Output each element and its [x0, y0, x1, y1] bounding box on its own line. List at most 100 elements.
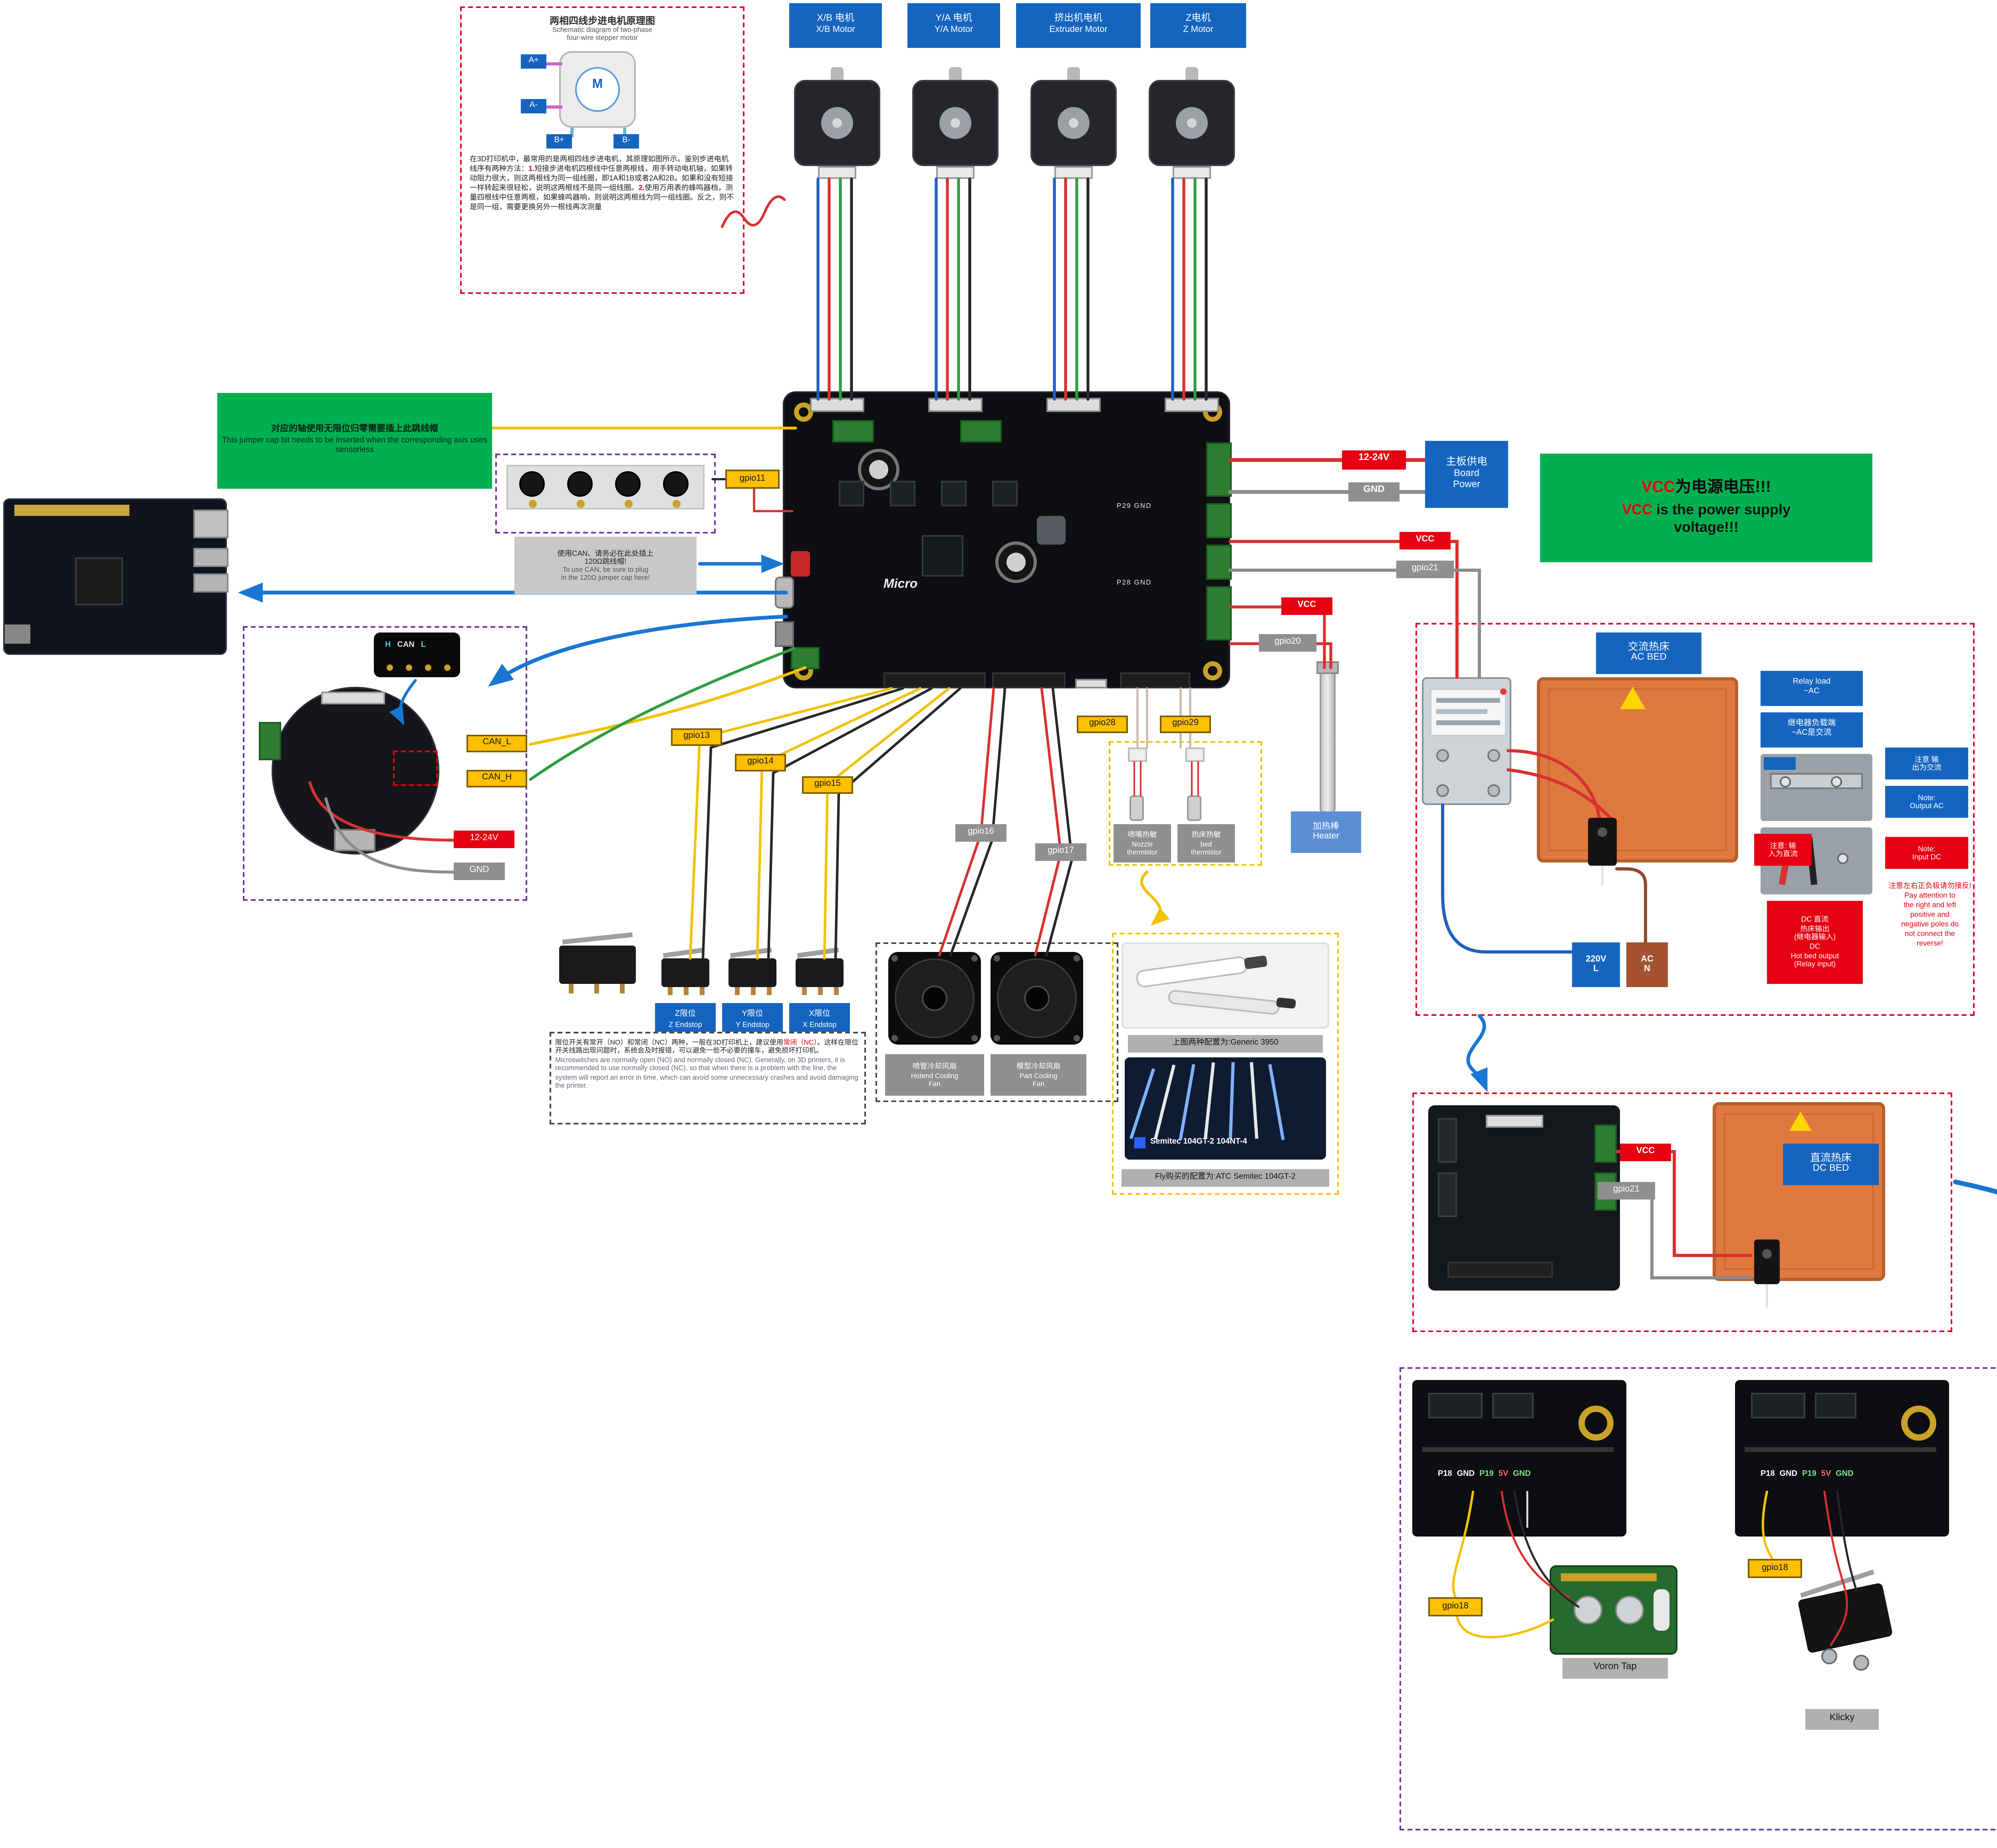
jumper-cap: [519, 471, 545, 497]
can-note-cn: 使用CAN、请务必在此处插上 120Ω跳线帽!: [557, 549, 654, 565]
board-connector: [1492, 1393, 1534, 1418]
ssr-relay: [1422, 677, 1511, 805]
ssr-label-line: [1436, 698, 1500, 703]
relay-load-cn-label: 继电器负载端 ~AC是交流: [1761, 712, 1863, 748]
pin-l-label: L: [421, 640, 426, 650]
power-gnd-label: GND: [1348, 482, 1399, 502]
gpio15-text: gpio15: [814, 780, 841, 789]
switch-pin: [735, 987, 739, 995]
schematic-item2-no: 2.: [638, 183, 645, 192]
bp-en1: Board: [1453, 469, 1479, 479]
probe-photo-tap: [1412, 1380, 1626, 1537]
switch-pin: [620, 984, 625, 993]
stepper-motor-extruder: [1030, 67, 1117, 179]
ya-cn: Y/A 电机: [935, 14, 972, 24]
stepper-driver-chip: [890, 481, 915, 506]
relay-load-label: Relay load ~AC: [1761, 671, 1863, 706]
probe-photo-klicky: [1735, 1380, 1949, 1537]
gpio18-klicky-text: gpio18: [1761, 1563, 1789, 1573]
gpio20-text: gpio20: [1274, 638, 1301, 647]
pin-h-label: H: [385, 640, 391, 650]
dc-bed-gpio21-text: gpio21: [1613, 1186, 1640, 1195]
schematic-item1: 短接步进电机四根线中任意两根线，用手转动电机轴，如果转动阻力很大，则这两根线为同…: [470, 164, 733, 192]
can-h-label: CAN_H: [466, 770, 527, 787]
ssr-label-line: [1436, 720, 1500, 725]
xb-cn: X/B 电机: [817, 14, 854, 24]
can-h-text: CAN_H: [482, 773, 512, 783]
capacitor-top: [1006, 553, 1026, 572]
x-endstop-cn: X限位: [809, 1010, 830, 1020]
gpio20-label: gpio20: [1259, 634, 1316, 652]
neutral-ac-label: AC N: [1626, 942, 1668, 987]
header-pin: [406, 664, 412, 671]
fan-screw: [1074, 1035, 1080, 1041]
can-jumper-note: 使用CAN、请务必在此处插上 120Ω跳线帽! To use CAN, be s…: [514, 537, 697, 594]
semitec-photo: Semitec 104GT-2 104NT-4: [1125, 1057, 1326, 1160]
gpio14-label: gpio14: [735, 754, 786, 771]
endstop-note-en: Microswitches are normally open (NO) and…: [555, 1055, 858, 1089]
toolhead-12-24v-label: 12-24V: [454, 831, 514, 848]
pin-p18: P18: [1438, 1469, 1452, 1479]
terminal-b-plus: B+: [546, 134, 572, 149]
power-gnd-text: GND: [1363, 486, 1385, 496]
switch-pin: [684, 987, 688, 995]
sensor-pad: [1615, 1596, 1644, 1624]
vcc-heater-text: VCC: [1297, 601, 1316, 611]
semitec-logo: [1134, 1137, 1145, 1148]
switch-pin: [751, 987, 755, 995]
magnet: [1853, 1655, 1869, 1671]
pin-gnd: GND: [1457, 1469, 1475, 1479]
usb-port: [193, 573, 228, 593]
gpio28-label: gpio28: [1077, 716, 1128, 733]
gpio14-text: gpio14: [747, 757, 774, 767]
gpio11-text: gpio11: [739, 474, 766, 484]
board-silkscreen-micro: Micro: [883, 577, 918, 591]
switch-pin: [802, 987, 806, 995]
fans-box: [875, 942, 1118, 1102]
polarity-warning: 注意左右正负极请勿接反! Pay attention to the right …: [1888, 882, 1971, 947]
z-cn: Z电机: [1185, 14, 1211, 24]
schematic-item2: 使用万用表的蜂鸣器档，测量四根线中任意两根，如果蜂鸣器响，则说明这两根线为同一组…: [470, 183, 734, 211]
live-220v-label: 220V L: [1572, 942, 1620, 987]
jumper-pin: [673, 500, 681, 508]
motor-connector: [936, 166, 975, 179]
z-endstop-switch: [661, 947, 709, 997]
bottom-header: [883, 672, 986, 688]
bedtherm-cn: 热床热敏: [1191, 831, 1221, 839]
board-edge: [1422, 1447, 1614, 1452]
thermistor-header: [1075, 679, 1107, 688]
ac-bed-box: [1415, 623, 1975, 1016]
schematic-body-text: 在3D打印机中，最常用的是两相四线步进电机，其原理如图所示。鉴别步进电机线序有两…: [470, 155, 735, 212]
switch-body: [796, 958, 844, 987]
gpio18-label-klicky: gpio18: [1748, 1559, 1802, 1578]
bed-terminal: [1206, 503, 1232, 538]
dc-output-text: DC 直流 热床输出 (继电器输入) DC Hot bed output (Re…: [1791, 915, 1839, 969]
endstop-note-cn-pre: 限位开关有常开（NO）和常闭（NC）两种，一般在3D打印机上，建议使用: [555, 1037, 784, 1045]
fan-hub: [922, 985, 947, 1011]
pin-p18: P18: [1761, 1469, 1775, 1479]
vcc-note-cn: 为电源电压!!!: [1675, 480, 1771, 498]
relay-load-text: Relay load ~AC: [1793, 677, 1831, 696]
stepper-driver-chip: [941, 481, 967, 506]
fan-screw: [994, 955, 1000, 962]
bottom-header: [992, 672, 1066, 688]
microsd-slot: [775, 621, 794, 647]
neutral-text: AC N: [1641, 954, 1654, 974]
gpio18-label-tap: gpio18: [1428, 1597, 1483, 1616]
capacitor: [995, 541, 1037, 583]
hotend-fan-cn: 喷管冷却风扇: [912, 1062, 957, 1071]
semitec-caption: Semitec 104GT-2 104NT-4: [1150, 1137, 1247, 1147]
y-endstop-switch: [729, 947, 776, 997]
vcc-note-en-red: VCC: [1622, 502, 1652, 518]
bed-terminal: [1206, 545, 1232, 580]
live-text: 220V L: [1586, 954, 1606, 974]
dc-bed-en: DC BED: [1812, 1165, 1849, 1175]
stepper-schematic-box: [460, 6, 744, 294]
gpio16-text: gpio16: [967, 828, 995, 837]
clamp-screw: [1598, 827, 1607, 837]
pin-5v: 5V: [1498, 1469, 1509, 1479]
heater-collar: [1316, 661, 1339, 674]
endstop-note-cn-red: 常闭（NC）: [783, 1037, 818, 1045]
gpio21-ac-text: gpio21: [1411, 564, 1439, 574]
